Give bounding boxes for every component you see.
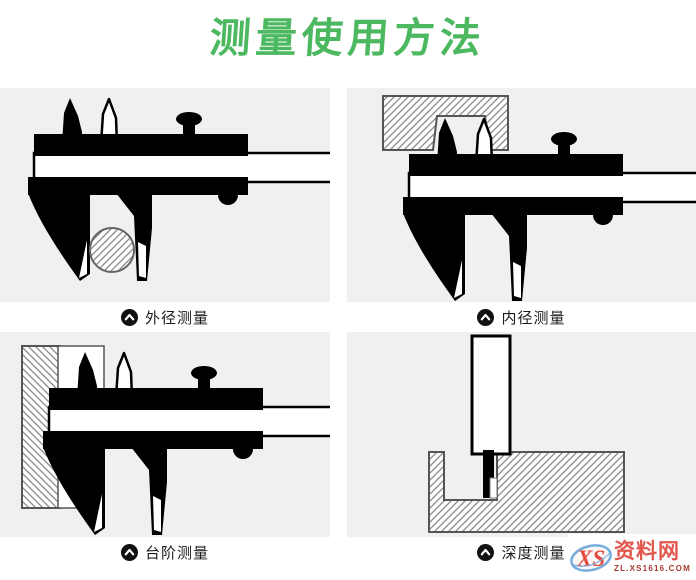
watermark-site-url: ZL.XS1616.COM — [614, 564, 691, 573]
caliper-depth-illustration — [428, 334, 625, 533]
depth-rod — [483, 450, 494, 498]
caption-inner-diameter: 内径测量 — [347, 302, 696, 332]
chevron-up-circle-icon — [477, 543, 495, 561]
panel-outer-diameter — [0, 88, 330, 302]
chevron-up-circle-icon — [120, 543, 138, 561]
grooved-workpiece — [428, 451, 625, 533]
slotted-workpiece — [382, 95, 509, 151]
caption-outer-diameter: 外径测量 — [0, 302, 330, 332]
page-title: 测量使用方法 — [208, 15, 488, 61]
panel-depth — [347, 332, 696, 537]
depth-rod-tip — [489, 477, 498, 499]
caption-label: 深度测量 — [501, 544, 566, 562]
caption-label: 内径测量 — [501, 309, 566, 327]
caliper-beam-end — [470, 334, 512, 456]
panel-step — [0, 332, 330, 537]
chevron-up-circle-icon — [477, 308, 495, 326]
panel-inner-diameter — [347, 88, 696, 302]
logo-text: XS — [576, 546, 605, 571]
xs-logo-icon: XS — [570, 544, 612, 572]
chevron-up-circle-icon — [120, 308, 138, 326]
watermark-site-name: 资料网 — [614, 540, 680, 563]
round-workpiece — [89, 227, 135, 273]
caption-label: 台阶测量 — [144, 544, 209, 562]
caliper-outer-diameter-illustration — [26, 96, 330, 283]
watermark: XS 资料网 ZL.XS1616.COM — [568, 534, 696, 580]
watermark-text: 资料网 ZL.XS1616.COM — [614, 541, 691, 573]
caption-label: 外径测量 — [144, 309, 209, 327]
caliper-step-illustration — [21, 345, 330, 537]
caption-step: 台阶测量 — [0, 537, 330, 567]
caliper-inner-diameter-illustration — [382, 95, 696, 302]
